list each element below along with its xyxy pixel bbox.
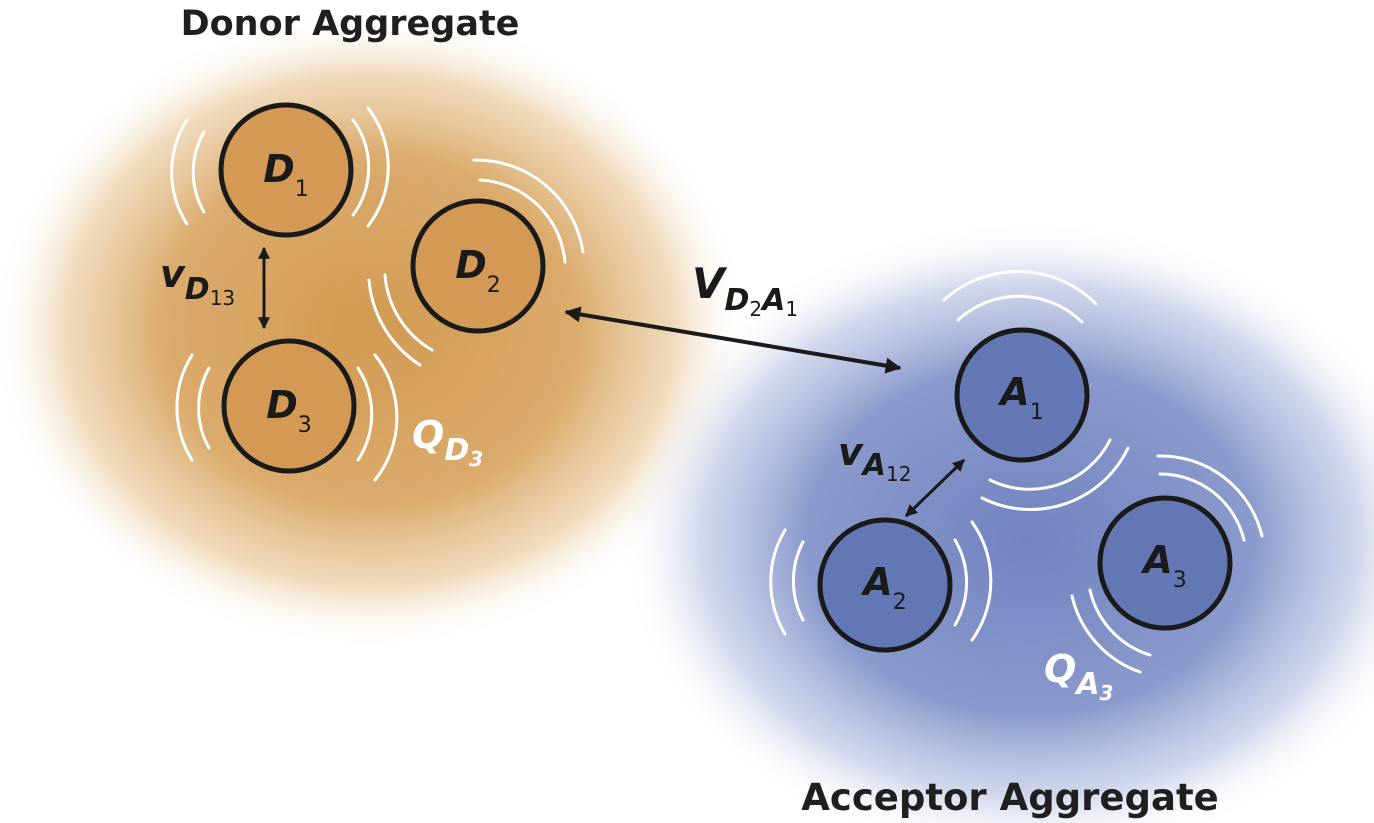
acceptor-mode-label: QA3 bbox=[1044, 647, 1113, 705]
acceptor-aggregate-title: Acceptor Aggregate bbox=[801, 776, 1219, 819]
donor-molecule-d1: D1 bbox=[218, 102, 354, 238]
acceptor-coupling-arrow bbox=[904, 458, 966, 518]
svg-text:A1: A1 bbox=[997, 370, 1043, 425]
acceptor-molecule-a3: A3 bbox=[1097, 495, 1233, 631]
donor-aggregate-title: Donor Aggregate bbox=[181, 4, 520, 44]
donor-mode-label: QD3 bbox=[412, 413, 483, 471]
acceptor-molecule-a1: A1 bbox=[954, 327, 1090, 463]
donor-aggregate-glow bbox=[0, 10, 750, 650]
acceptor-molecule-a2: A2 bbox=[817, 517, 953, 653]
inter-aggregate-coupling-arrow bbox=[564, 306, 902, 374]
svg-text:A2: A2 bbox=[860, 560, 906, 615]
donor-molecule-d2: D2 bbox=[410, 198, 546, 334]
vibration-rings bbox=[170, 106, 1264, 674]
acceptor-coupling-label: vA12 bbox=[838, 430, 911, 486]
inter-aggregate-coupling-label: VD2A1 bbox=[692, 259, 798, 321]
svg-text:A3: A3 bbox=[1140, 538, 1186, 593]
svg-text:D2: D2 bbox=[455, 243, 501, 298]
donor-coupling-label: vD13 bbox=[160, 252, 235, 310]
svg-text:D1: D1 bbox=[263, 147, 309, 202]
svg-text:D3: D3 bbox=[266, 383, 312, 438]
donor-molecule-d3: D3 bbox=[221, 338, 357, 474]
